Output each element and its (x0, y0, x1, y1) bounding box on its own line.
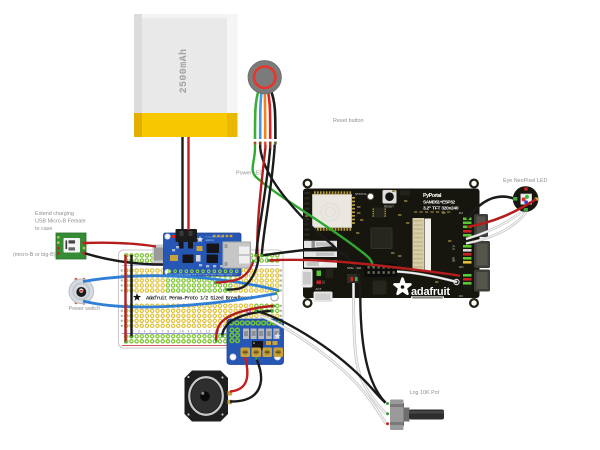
svg-text:STATUS: STATUS (355, 192, 366, 196)
svg-text:adafruit: adafruit (411, 286, 450, 298)
svg-text:Reset button: Reset button (333, 118, 364, 124)
svg-text:PyPortal: PyPortal (423, 193, 442, 199)
svg-text:Log 10K Pot: Log 10K Pot (410, 390, 440, 396)
svg-text:Bat GND USB EN 5V LBO Ba: Bat GND USB EN 5V LBO Bat GND USB (170, 273, 233, 276)
svg-text:I2C: I2C (459, 265, 465, 269)
svg-text:3.2” TFT 320x240: 3.2” TFT 320x240 (423, 206, 459, 212)
svg-text:Power switch: Power switch (69, 306, 101, 312)
svg-text:1 2 3 4 5 6 7 8 9 10 11 12 13: 1 2 3 4 5 6 7 8 9 10 11 12 13 14 15 16 1… (126, 330, 278, 334)
svg-text:Power LED: Power LED (236, 171, 263, 177)
svg-text:to case: to case (35, 226, 52, 232)
svg-text:Adafruit Perma-Proto 1/2 Sized: Adafruit Perma-Proto 1/2 Sized Breadboar… (146, 296, 252, 302)
svg-text:2500mAh: 2500mAh (178, 49, 190, 94)
svg-text:SAMD51+ESP32: SAMD51+ESP32 (423, 199, 455, 205)
svg-text:RESET: RESET (384, 205, 394, 209)
svg-text:5 V: 5 V (452, 244, 456, 250)
svg-text:Extend charging: Extend charging (35, 211, 74, 217)
svg-text:Eye NeoPixel LED: Eye NeoPixel LED (503, 178, 547, 184)
svg-text:ACT: ACT (316, 287, 322, 291)
svg-text:adafruit: adafruit (206, 239, 215, 242)
svg-text:(micro-B or big-B): (micro-B or big-B) (13, 252, 56, 258)
svg-text:SPI: SPI (452, 257, 456, 262)
svg-text:USB Micro-B Female: USB Micro-B Female (35, 219, 86, 225)
svg-text:D3: D3 (459, 294, 463, 298)
svg-text:D4: D4 (459, 211, 463, 215)
